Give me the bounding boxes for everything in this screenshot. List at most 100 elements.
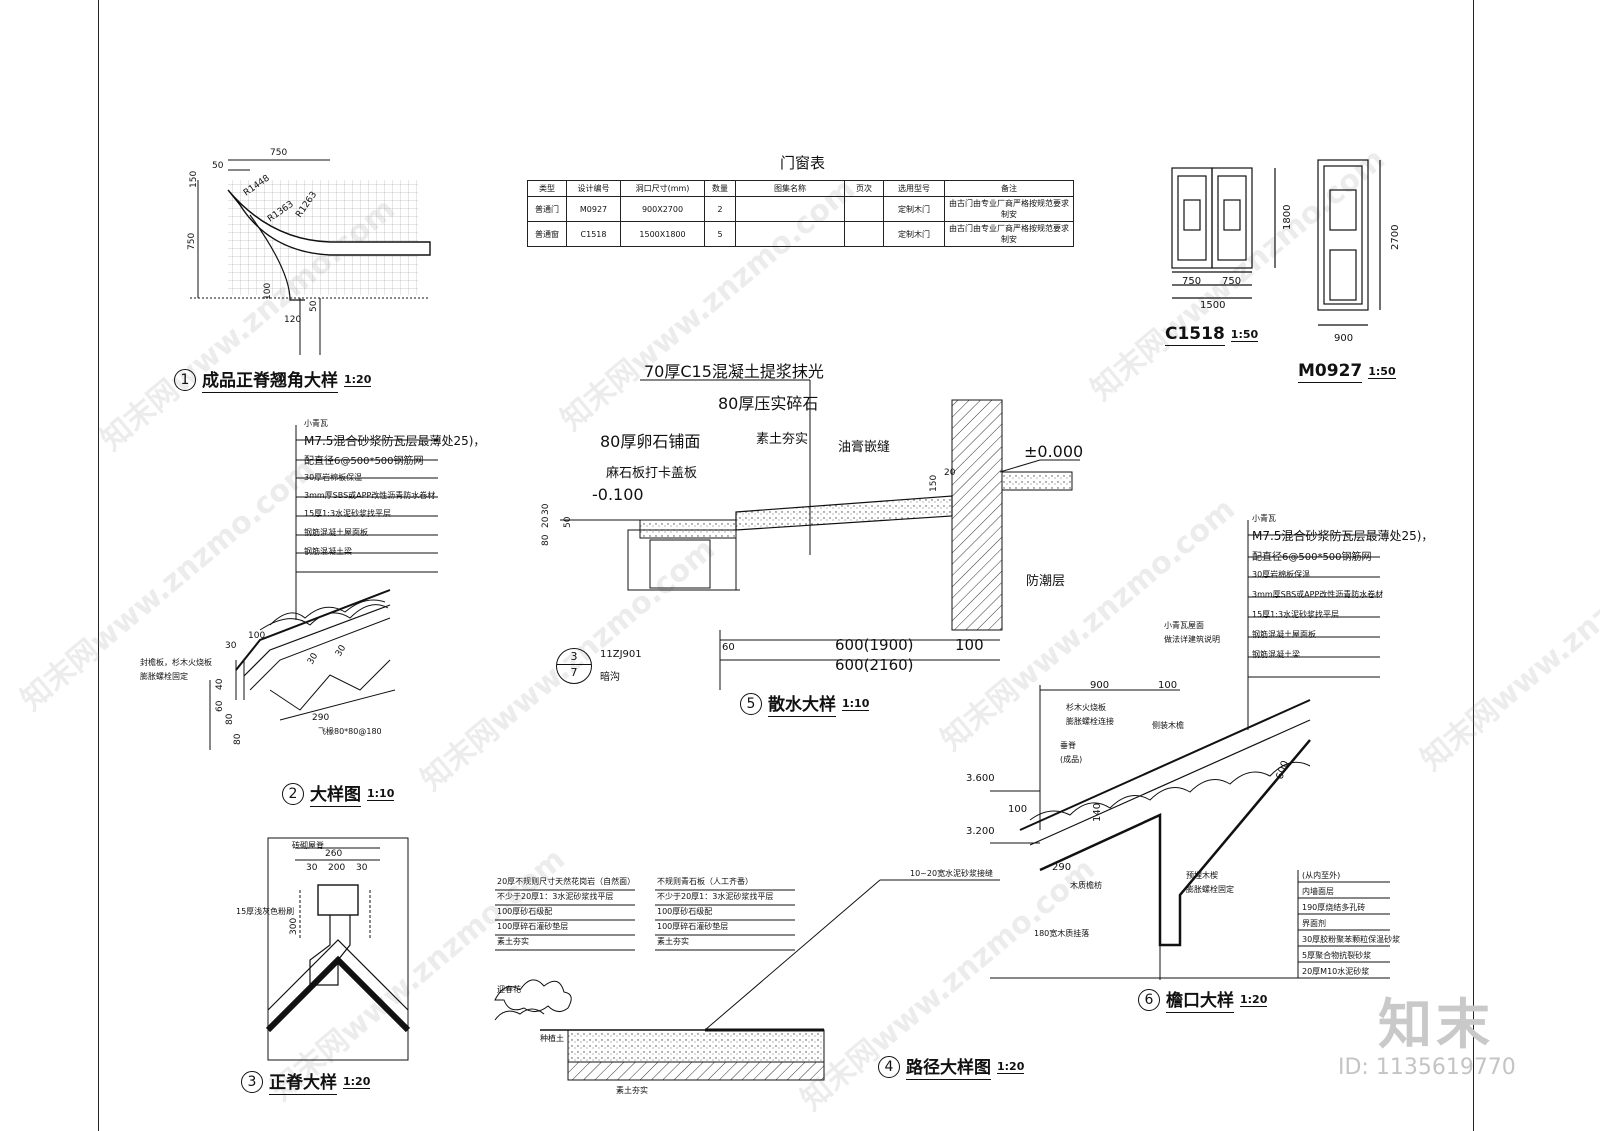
dim-label: 2700 [1390,225,1401,250]
elevation-scale: 1:50 [1230,328,1259,342]
note: 小青瓦 [1252,514,1276,523]
note: M7.5混合砂浆防瓦层最薄处25)， [1252,529,1434,543]
detail-scale: 1:20 [1240,992,1268,1007]
dim-label: 300 [289,918,299,935]
dim-label: 140 [1092,803,1103,822]
label: 素土夯实 [756,432,809,447]
dim-label: 900 [1334,333,1353,344]
label: 10~20宽水泥砂浆接缝 [910,869,994,878]
detail-scale: 1:10 [367,786,395,801]
cell: M0927 [566,196,621,222]
label: 飞椽80*80@180 [318,727,382,736]
note: 不少于20厚1：3水泥砂浆找平层 [497,892,614,901]
label: 迎春花 [497,985,521,994]
label: 15厚浅灰色粉刷 [236,907,295,916]
cell: 由古门由专业厂商严格按规范要求制安 [944,196,1074,222]
label: (成品) [1060,755,1083,764]
dim-label: 40 [215,678,225,690]
elevation-title: M0927 [1298,361,1363,383]
dim-label: 20 [541,516,551,528]
dim-label: 50 [563,516,573,528]
note: 100厚碎石灌砂垫层 [657,922,729,931]
note: 3mm厚SBS或APP改性沥青防水卷材 [304,491,436,500]
detail-title: 成品正脊翘角大样 [202,366,338,393]
note: 30厚岩棉板保温 [304,473,363,482]
id-label: ID: 1135619770 [1338,1055,1516,1080]
dim-label: 150 [929,475,939,492]
label: 11ZJ901 [600,649,642,660]
note: 3mm厚SBS或APP改性沥青防水卷材 [1252,590,1384,599]
m0927-drawing [1317,159,1381,326]
note: 钢筋混凝土梁 [304,547,352,556]
note: 15厚1:3水泥砂浆找平层 [304,509,392,518]
label: 油膏嵌缝 [838,440,891,455]
dim-label: 1500 [1200,300,1225,311]
label: 180宽木质挂落 [1034,929,1090,938]
detail-5-title: 5 散水大样 1:10 [740,690,870,717]
label: 杉木火烧板 [1066,703,1106,712]
detail-1-drawing [190,159,431,355]
label: 做法详建筑说明 [1164,635,1220,644]
label: 侧装木檐 [1152,721,1184,730]
detail-number: 6 [1138,988,1160,1011]
detail-scale: 1:20 [997,1059,1025,1074]
detail-5-drawing [560,379,1080,690]
cell: 由古门由专业厂商严格按规范要求制安 [944,221,1074,247]
dim-label: 30 [541,503,551,515]
dim-label: 50 [309,300,319,312]
dim-label: 750 [270,148,287,158]
note: M7.5混合砂浆防瓦层最薄处25)， [304,434,486,448]
label: 砖砌屋脊 [292,841,324,850]
dim-label: 750 [1182,276,1201,287]
cell: 普通窗 [527,221,567,247]
cell [844,196,884,222]
detail-4-title: 4 路径大样图 1:20 [878,1053,1025,1080]
note: 素土夯实 [497,937,529,946]
dim-label: 30 [306,863,318,873]
note: 15厚1:3水泥砂浆找平层 [1252,610,1340,619]
note: 100厚碎石灌砂垫层 [497,922,569,931]
note: 190厚烧结多孔砖 [1302,903,1366,912]
detail-title: 散水大样 [768,690,836,717]
dim-label: 1800 [1282,205,1293,230]
note: 钢筋混凝土梁 [1252,650,1300,659]
label: 膨胀螺栓固定 [1186,885,1234,894]
dim-label: 50 [212,161,224,171]
cell: 5 [704,221,736,247]
label: 垂脊 [1060,741,1076,750]
drawing-frame [98,0,1474,1131]
level-label: 3.200 [966,826,995,837]
dim-label: 80 [541,534,551,546]
dim-label: 750 [1222,276,1241,287]
detail-number: 2 [282,782,304,805]
reference-bubble: 3 7 [556,648,592,684]
note: 配直径6@500*500钢筋网 [1252,552,1372,563]
detail-scale: 1:10 [842,696,870,711]
dim-label: 200 [328,863,345,873]
note: (从内至外) [1302,871,1341,880]
note: 内墙面层 [1302,887,1334,896]
note: 素土夯实 [657,937,689,946]
detail-title: 檐口大样 [1166,986,1234,1013]
detail-3-drawing [265,837,411,1061]
note: 不规则青石板（人工齐番） [657,877,753,886]
label: 种植土 [540,1034,564,1043]
dim-label: 30 [334,643,349,658]
dim-label: 20 [944,468,956,478]
label: 木质檐枋 [1070,881,1102,890]
note: 100厚砂石级配 [497,907,553,916]
dim-label: 30 [356,863,368,873]
cell: 定制木门 [883,196,945,222]
level-label: ±0.000 [1024,442,1084,461]
c1518-title: C1518 1:50 [1165,324,1259,346]
detail-4-drawing [494,879,1000,1081]
cell: 2 [704,196,736,222]
dim-label: 600(1900) [835,636,914,654]
brand-logo: 知末 [1378,993,1494,1056]
detail-1-title: 1 成品正脊翘角大样 1:20 [174,366,372,393]
label: 封檐板，杉木火烧板 [140,658,212,667]
note: 钢筋混凝土屋面板 [304,528,368,537]
dim-label: 600(2160) [835,656,914,674]
detail-3-title: 3 正脊大样 1:20 [241,1068,371,1095]
note: 30厚岩棉板保温 [1252,570,1311,579]
